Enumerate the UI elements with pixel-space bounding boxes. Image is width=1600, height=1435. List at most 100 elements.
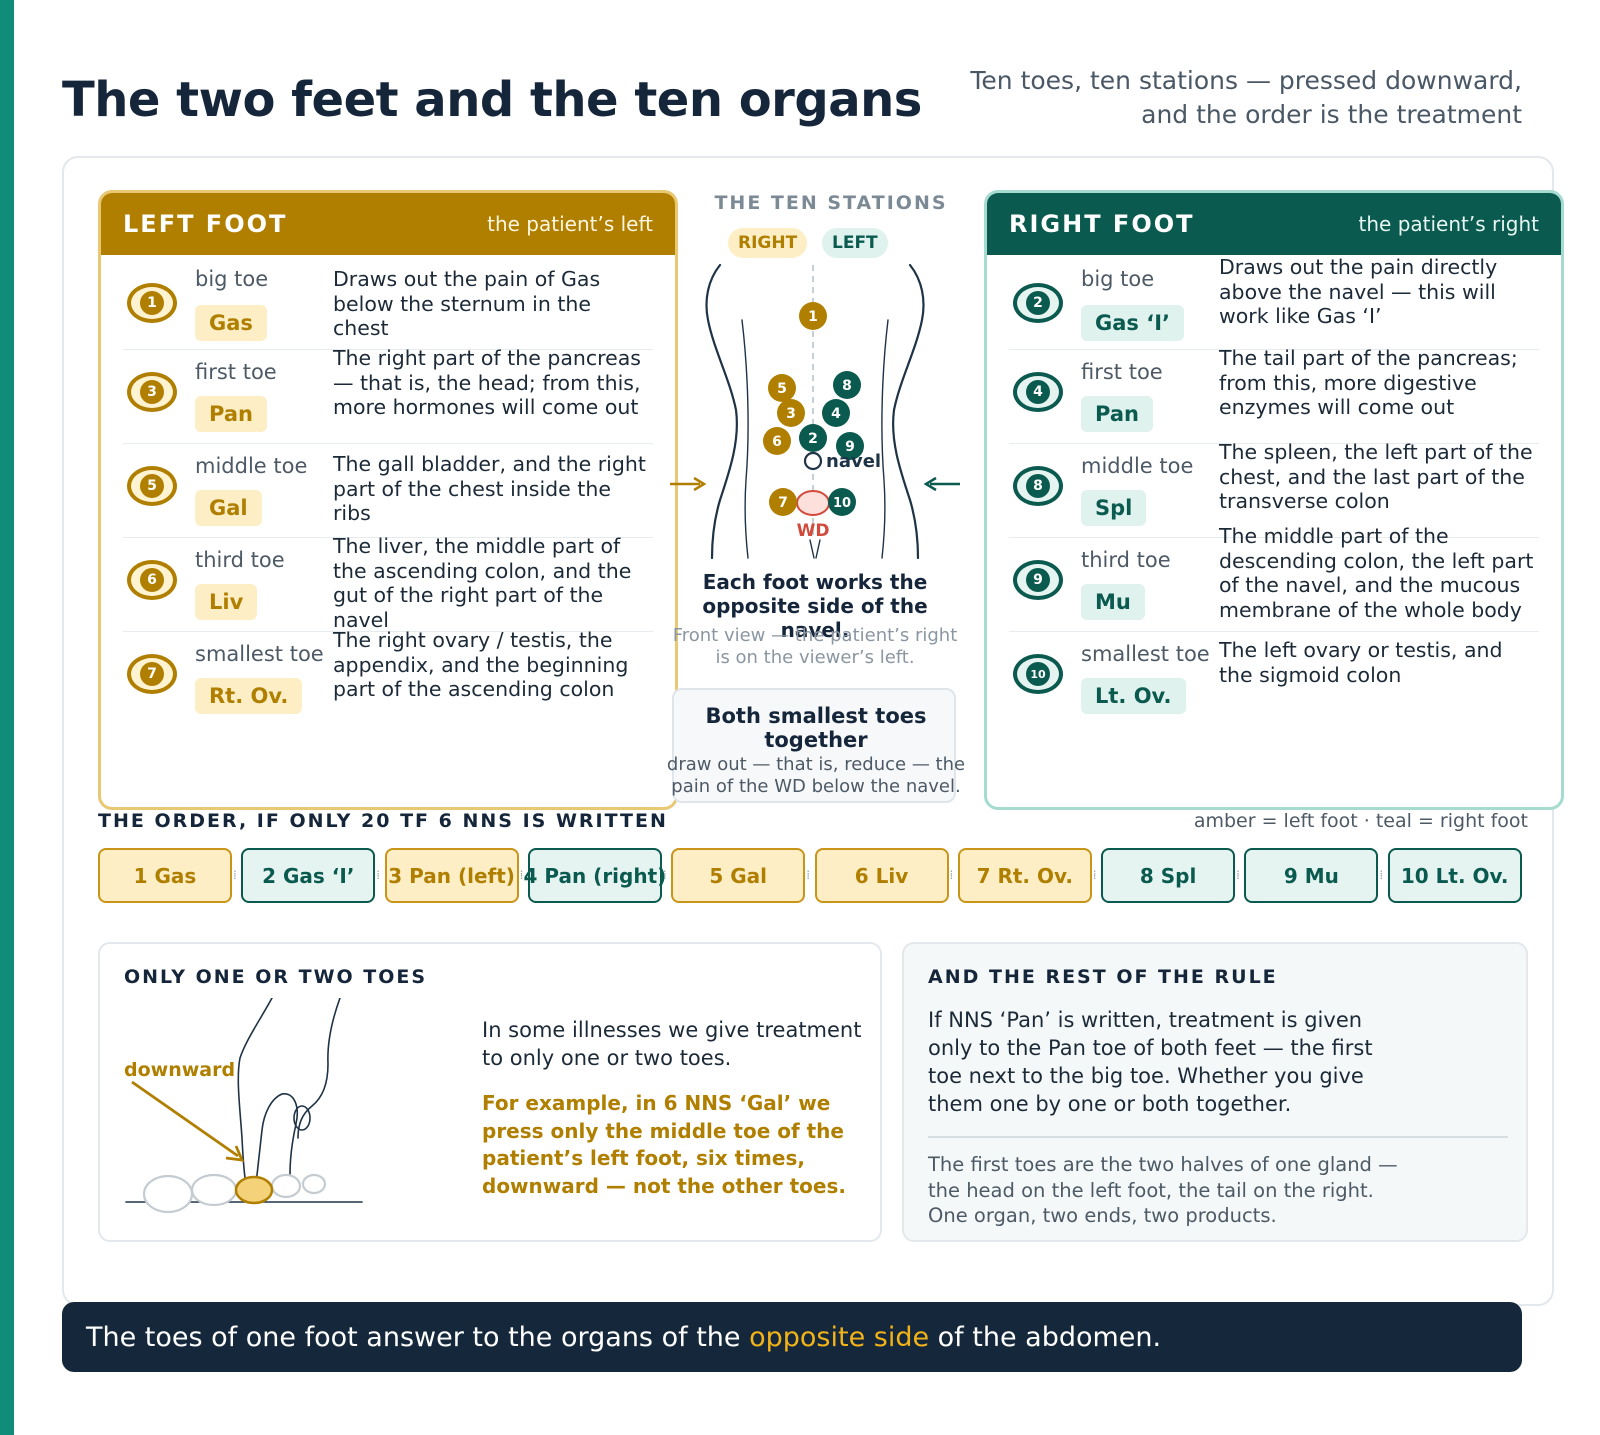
- pressed-middle-toe: [234, 1175, 274, 1205]
- summary-banner: The toes of one foot answer to the organ…: [62, 1302, 1522, 1372]
- right-foot-arrow-icon: [923, 476, 960, 492]
- order-connector: ⁞: [1092, 868, 1097, 882]
- downward-arrow: [131, 1080, 239, 1158]
- toe-code-badge: Gal: [195, 490, 262, 526]
- left-side-pill: LEFT: [822, 228, 888, 258]
- index-finger: [255, 1093, 283, 1185]
- toe-row: 5 middle toe Gal The gall bladder, and t…: [123, 443, 653, 539]
- order-step: 5 Gal: [671, 848, 806, 903]
- toe-number-badge: 6: [127, 560, 177, 600]
- torso-right-inner-line: [881, 319, 889, 559]
- order-step: 9 Mu: [1244, 848, 1379, 903]
- station-markers: 1 5 8 3 4 6 2 9 7 10: [763, 302, 864, 516]
- svg-text:8: 8: [842, 378, 852, 394]
- toe-number: 10: [1026, 662, 1050, 686]
- toe-name: smallest toe: [1081, 642, 1210, 666]
- order-connector: ⁞: [376, 868, 381, 882]
- toe-description: The liver, the middle part of the ascend…: [333, 534, 632, 632]
- toe-number: 2: [1026, 291, 1050, 315]
- hand-pressing-toe-illustration: downward: [124, 998, 363, 1214]
- order-connector: ⁞: [1379, 868, 1384, 882]
- order-step: 10 Lt. Ov.: [1387, 848, 1522, 903]
- toe-code-badge: Pan: [195, 396, 267, 432]
- toe-illustration: [190, 1173, 238, 1207]
- right-foot-header: RIGHT FOOT the patient’s right: [987, 193, 1561, 255]
- rest-of-rule-title: AND THE REST OF THE RULE: [928, 966, 1278, 988]
- rest-of-rule-box: AND THE REST OF THE RULE If NNS ‘Pan’ is…: [902, 942, 1528, 1242]
- svg-text:3: 3: [786, 406, 796, 422]
- left-foot-arrow-icon: [670, 476, 707, 492]
- divider: [928, 1136, 1508, 1138]
- rest-of-rule-text: If NNS ‘Pan’ is written, treatment is gi…: [928, 1008, 1373, 1116]
- toe-number: 9: [1026, 568, 1050, 592]
- toe-number-badge: 8: [1013, 466, 1063, 506]
- toe-number-badge: 9: [1013, 560, 1063, 600]
- toe-number: 1: [140, 291, 164, 315]
- order-legend: amber = left foot · teal = right foot: [1193, 810, 1528, 832]
- order-step: 2 Gas ‘I’: [241, 848, 376, 903]
- toe-row: 2 big toe Gas ‘I’ Draws out the pain dir…: [1009, 255, 1539, 363]
- hand-outline-right: [297, 998, 341, 1139]
- svg-text:2: 2: [808, 431, 818, 447]
- one-or-two-toes-box: ONLY ONE OR TWO TOES downward In some il…: [98, 942, 882, 1242]
- downward-arrowhead: [225, 1145, 245, 1162]
- toe-name: middle toe: [1081, 454, 1194, 478]
- order-step: 6 Liv: [814, 848, 949, 903]
- toe-name: third toe: [195, 548, 285, 572]
- right-foot-title: RIGHT FOOT: [1009, 210, 1195, 238]
- order-step: 4 Pan (right): [523, 848, 666, 903]
- order-step: 8 Spl: [1101, 848, 1236, 903]
- toe-number-badge: 1: [127, 283, 177, 323]
- hand-outline-left: [237, 998, 273, 1185]
- toe-number: 3: [140, 380, 164, 404]
- order-connector: ⁞: [1236, 868, 1240, 882]
- toe-description: The spleen, the left part of the chest, …: [1219, 440, 1533, 513]
- left-foot-subtitle: the patient’s left: [487, 212, 653, 236]
- toe-row: 8 middle toe Spl The spleen, the left pa…: [1009, 440, 1539, 539]
- order-connector: ⁞: [233, 868, 237, 882]
- toe-name: big toe: [195, 267, 269, 291]
- svg-text:5: 5: [777, 381, 787, 397]
- toe-description: The tail part of the pancreas; from this…: [1219, 346, 1518, 419]
- toe-description: Draws out the pain directly above the na…: [1219, 255, 1498, 328]
- toe-row: 4 first toe Pan The tail part of the pan…: [1009, 346, 1539, 445]
- toe-code-badge: Pan: [1081, 396, 1153, 432]
- toe-description: The middle part of the descending colon,…: [1219, 524, 1534, 622]
- order-step: 7 Rt. Ov.: [957, 848, 1092, 903]
- toe-number-badge: 4: [1013, 372, 1063, 412]
- toe-row: 9 third toe Mu The middle part of the de…: [1009, 524, 1539, 633]
- toe-code-badge: Gas: [195, 305, 267, 341]
- toe-name: first toe: [195, 360, 277, 384]
- toe-number-badge: 3: [127, 372, 177, 412]
- order-strip: 1 Gas⁞2 Gas ‘I’⁞3 Pan (left)⁞4 Pan (righ…: [98, 848, 1522, 903]
- svg-text:9: 9: [845, 439, 855, 455]
- toe-code-badge: Spl: [1081, 490, 1147, 526]
- wd-area: [796, 490, 830, 516]
- toe-name: third toe: [1081, 548, 1171, 572]
- toe-number-badge: 2: [1013, 283, 1063, 323]
- svg-text:1: 1: [808, 309, 818, 325]
- torso-left-inner-line: [741, 319, 749, 559]
- svg-text:4: 4: [831, 406, 841, 422]
- order-connector: ⁞: [519, 868, 524, 882]
- order-connector: ⁞: [662, 868, 667, 882]
- both-smallest-description: draw out — that is, reduce — the pain of…: [666, 754, 966, 797]
- order-step: 1 Gas: [98, 848, 232, 903]
- toe-row: 7 smallest toe Rt. Ov. The right ovary /…: [123, 628, 653, 727]
- toe-number-badge: 10: [1013, 654, 1063, 694]
- fingertip: [293, 1105, 311, 1131]
- downward-label: downward: [124, 1059, 235, 1081]
- page-title: The two feet and the ten organs: [62, 72, 922, 128]
- order-label: THE ORDER, IF ONLY 20 TF 6 NNS IS WRITTE…: [98, 810, 668, 832]
- toe-description: The left ovary or testis, and the sigmoi…: [1219, 638, 1503, 687]
- toe-number: 4: [1026, 380, 1050, 404]
- toe-number-badge: 5: [127, 466, 177, 506]
- toe-row: 6 third toe Liv The liver, the middle pa…: [123, 534, 653, 633]
- svg-text:6: 6: [772, 434, 782, 450]
- toe-number: 5: [140, 474, 164, 498]
- toe-name: first toe: [1081, 360, 1163, 384]
- toe-code-badge: Liv: [195, 584, 258, 620]
- right-foot-subtitle: the patient’s right: [1358, 212, 1539, 236]
- torso-left-outline: [705, 263, 738, 560]
- toe-number: 7: [140, 662, 164, 686]
